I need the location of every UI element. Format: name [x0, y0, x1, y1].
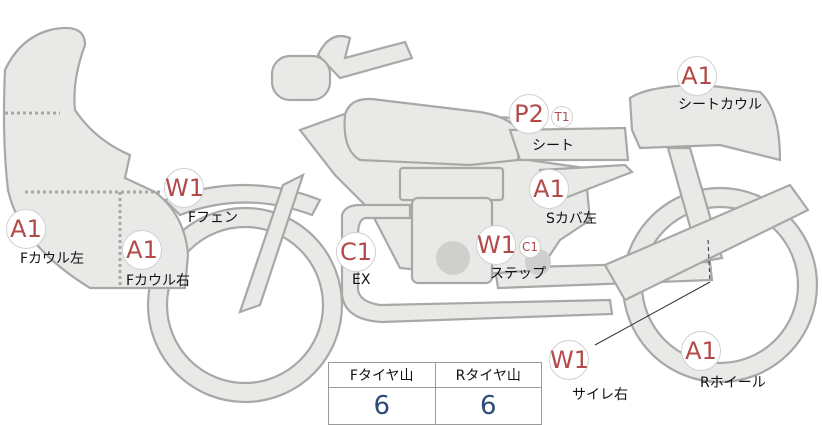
handlebar — [316, 34, 414, 80]
rear-tread-value: 6 — [434, 387, 542, 425]
label-f-cowl-right: Fカウル右 — [126, 273, 191, 289]
label-r-wheel: Rホイール — [700, 375, 766, 391]
front-cowl — [2, 26, 190, 290]
mark-exhaust: C1 — [336, 232, 376, 272]
front-tread-value: 6 — [328, 387, 436, 425]
silencer-leader — [594, 281, 711, 346]
mark-f-fender: W1 — [164, 168, 204, 208]
label-silencer-right: サイレ右 — [572, 387, 628, 403]
label-seat-cowl: シートカウル — [678, 97, 762, 113]
label-exhaust: EX — [352, 272, 371, 288]
label-seat: シート — [532, 138, 574, 154]
mark-side-cover-left: A1 — [529, 169, 569, 209]
exhaust-pipe — [340, 203, 614, 324]
engine-block — [398, 166, 505, 202]
label-step: ステップ — [490, 266, 546, 282]
mark-step: W1 — [476, 225, 516, 265]
silencer — [603, 183, 810, 302]
mark-seat: P2 — [509, 94, 549, 134]
label-f-fender: Fフェン — [188, 210, 239, 226]
tire-tread-header-row: Fタイヤ山 Rタイヤ山 — [328, 362, 542, 388]
mark-f-cowl-left: A1 — [6, 209, 46, 249]
seat-cowl — [628, 83, 782, 162]
mark-r-wheel: A1 — [681, 331, 721, 371]
headlight — [270, 54, 332, 102]
fuel-tank — [343, 97, 522, 167]
mark-silencer-right: W1 — [549, 340, 589, 380]
engine-cover — [436, 241, 470, 275]
seat — [508, 126, 630, 162]
tire-tread-table: Fタイヤ山 Rタイヤ山 6 6 — [328, 362, 542, 425]
front-fork — [238, 172, 305, 314]
tire-tread-value-row: 6 6 — [328, 387, 542, 425]
front-tread-header: Fタイヤ山 — [328, 362, 436, 388]
mark-f-cowl-right: A1 — [122, 230, 162, 270]
mark-seat-sub: T1 — [551, 106, 573, 128]
mark-seat-cowl: A1 — [677, 56, 717, 96]
silencer-leader-tick — [707, 239, 711, 283]
mark-step-sub: C1 — [519, 236, 541, 258]
label-side-cover-left: Sカバ左 — [546, 211, 597, 227]
rear-tread-header: Rタイヤ山 — [434, 362, 542, 388]
label-f-cowl-left: Fカウル左 — [20, 251, 85, 267]
